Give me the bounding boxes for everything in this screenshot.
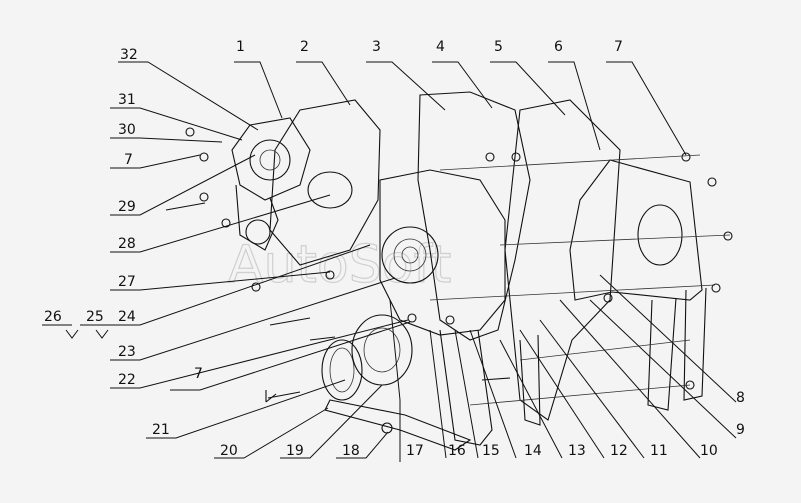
callout-32: 32 bbox=[120, 47, 138, 63]
callout-14: 14 bbox=[524, 443, 542, 459]
callout-11: 11 bbox=[650, 443, 668, 459]
callout-31: 31 bbox=[118, 92, 136, 108]
callout-8: 8 bbox=[736, 390, 745, 406]
callout-12: 12 bbox=[610, 443, 628, 459]
callout-24: 24 bbox=[118, 309, 136, 325]
callout-28: 28 bbox=[118, 236, 136, 252]
callout-labels: 32 1 2 3 4 5 6 7 31 30 7 29 28 27 24 23 … bbox=[44, 39, 745, 459]
callout-22: 22 bbox=[118, 372, 136, 388]
callout-6: 6 bbox=[554, 39, 563, 55]
callout-7-left: 7 bbox=[124, 152, 133, 168]
leader-lines bbox=[42, 61, 737, 462]
callout-23: 23 bbox=[118, 344, 136, 360]
callout-1: 1 bbox=[236, 39, 245, 55]
callout-7-mid: 7 bbox=[194, 366, 203, 382]
callout-4: 4 bbox=[436, 39, 445, 55]
callout-18: 18 bbox=[342, 443, 360, 459]
callout-21: 21 bbox=[152, 422, 170, 438]
callout-7-top: 7 bbox=[614, 39, 623, 55]
callout-17: 17 bbox=[406, 443, 424, 459]
callout-3: 3 bbox=[372, 39, 381, 55]
callout-5: 5 bbox=[494, 39, 503, 55]
callout-19: 19 bbox=[286, 443, 304, 459]
callout-27: 27 bbox=[118, 274, 136, 290]
callout-26: 26 bbox=[44, 309, 62, 325]
callout-30: 30 bbox=[118, 122, 136, 138]
callout-16: 16 bbox=[448, 443, 466, 459]
callout-10: 10 bbox=[700, 443, 718, 459]
callout-15: 15 bbox=[482, 443, 500, 459]
callout-29: 29 bbox=[118, 199, 136, 215]
callout-13: 13 bbox=[568, 443, 586, 459]
callout-9: 9 bbox=[736, 422, 745, 438]
callout-2: 2 bbox=[300, 39, 309, 55]
watermark-text: AutoSoft bbox=[228, 235, 451, 295]
callout-25: 25 bbox=[86, 309, 104, 325]
callout-20: 20 bbox=[220, 443, 238, 459]
